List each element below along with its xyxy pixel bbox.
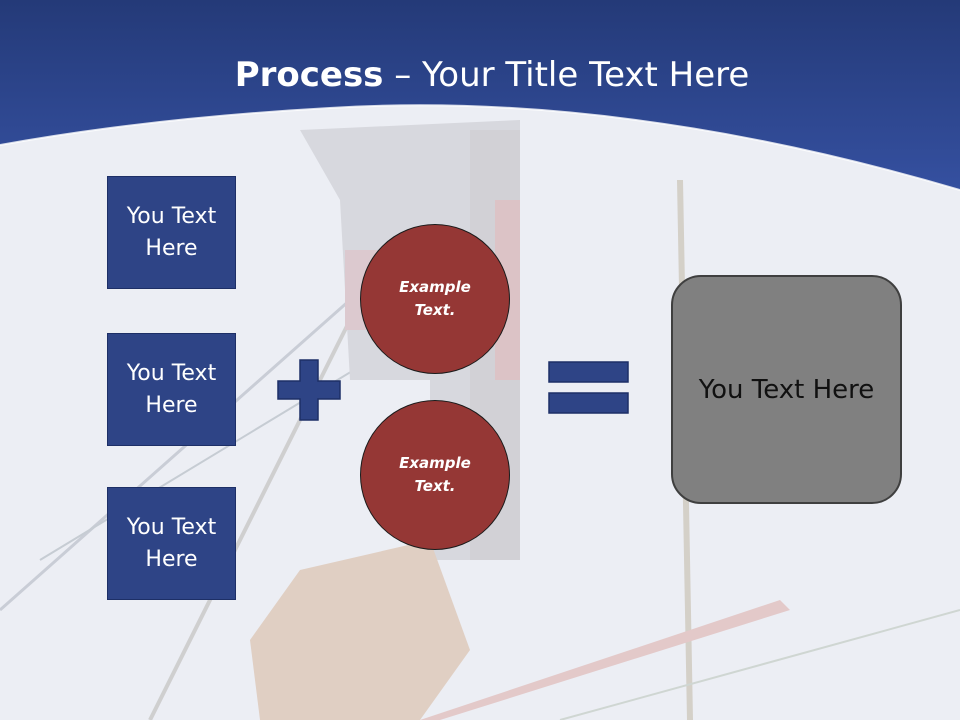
text-box-label: You Text Here — [126, 360, 217, 418]
text-box-1[interactable]: You Text Here — [107, 176, 236, 289]
circle-label: Example Text. — [399, 454, 471, 495]
circle-label: Example Text. — [399, 278, 471, 319]
title-bold: Process — [234, 55, 384, 95]
example-circle-2[interactable]: Example Text. — [360, 400, 510, 550]
text-box-2[interactable]: You Text Here — [107, 333, 236, 446]
plus-icon — [277, 359, 341, 421]
title-rest: – Your Title Text Here — [383, 55, 750, 95]
text-box-3[interactable]: You Text Here — [107, 487, 236, 600]
text-box-label: You Text Here — [126, 514, 217, 572]
equals-icon — [548, 361, 629, 414]
text-box-label: You Text Here — [126, 203, 217, 261]
result-label: You Text Here — [698, 374, 875, 405]
example-circle-1[interactable]: Example Text. — [360, 224, 510, 374]
slide-title: Process – Your Title Text Here — [0, 52, 960, 98]
result-box[interactable]: You Text Here — [671, 275, 902, 504]
